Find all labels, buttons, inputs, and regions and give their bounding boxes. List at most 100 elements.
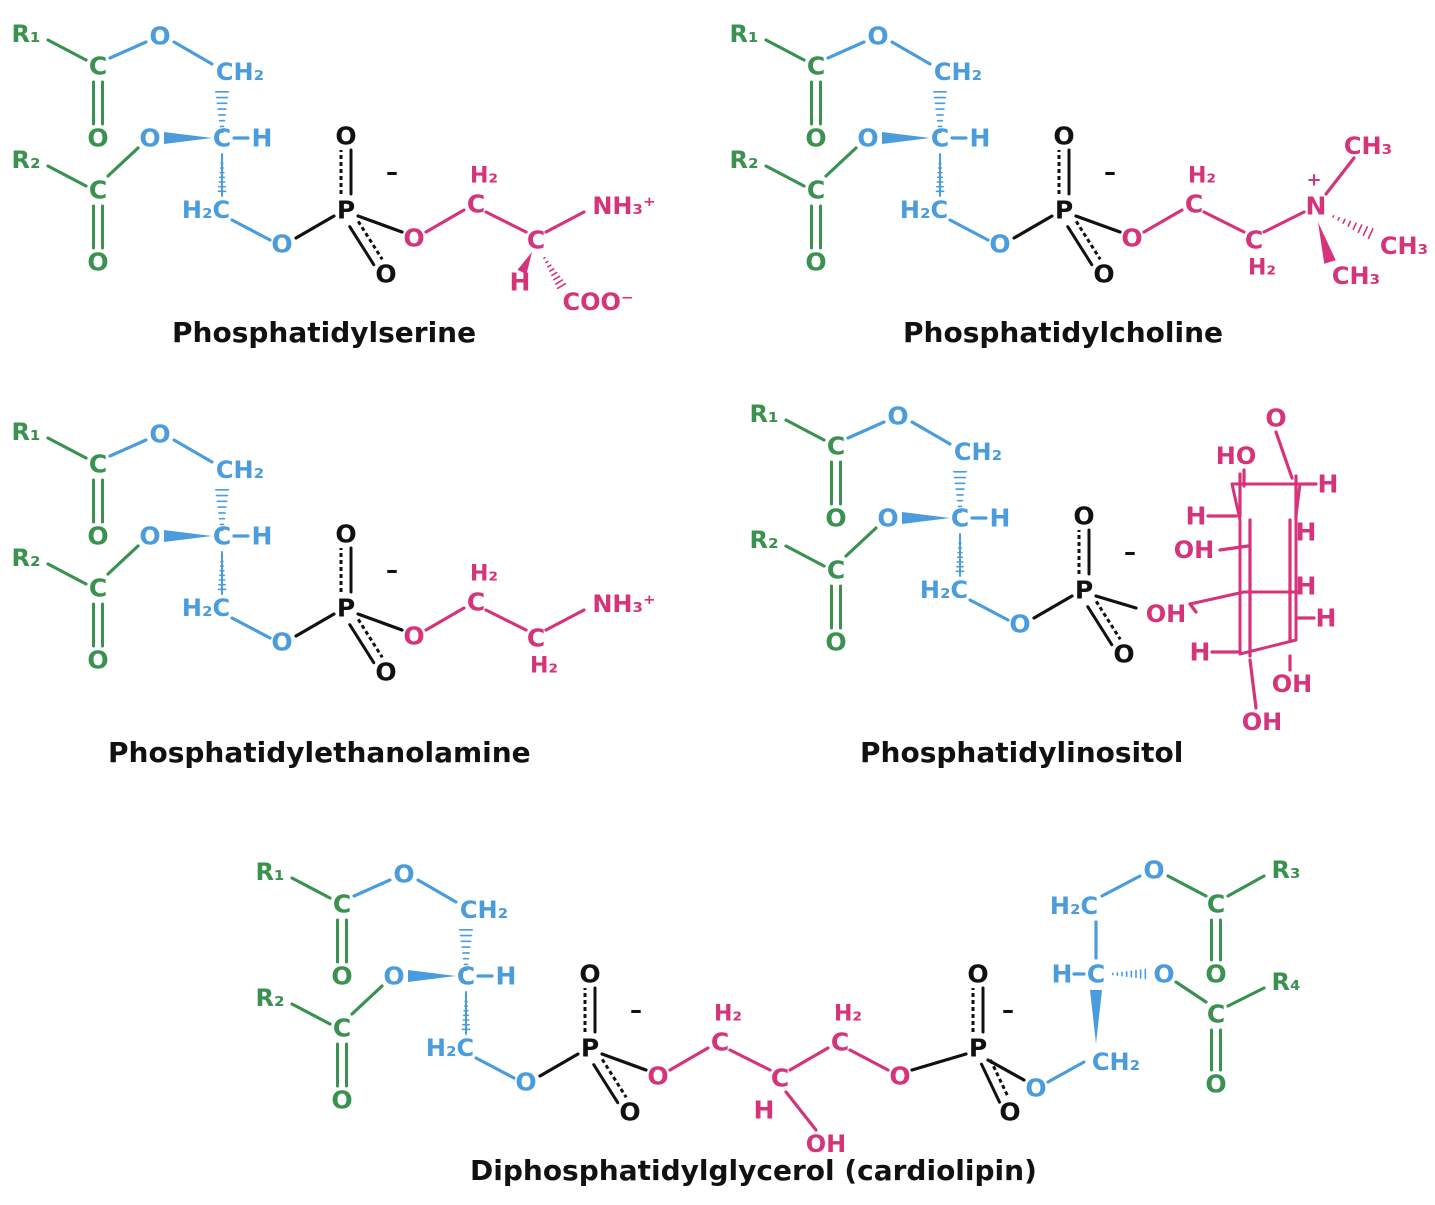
bond-line xyxy=(294,612,336,638)
bond-line xyxy=(728,1048,772,1072)
atom-o: O xyxy=(1113,640,1134,669)
h2-label: H₂ xyxy=(470,562,498,587)
r1-label: R₁ xyxy=(12,418,41,446)
atom-o: O xyxy=(1265,404,1286,433)
atom-o: O xyxy=(579,960,600,989)
bond-line xyxy=(1342,218,1346,224)
bond-line xyxy=(592,1063,620,1105)
r2-label: R₂ xyxy=(730,146,759,174)
bond-line xyxy=(844,526,878,558)
ch2-label: CH₂ xyxy=(460,896,508,924)
atom-o: O xyxy=(887,402,908,431)
atom-o: O xyxy=(139,522,160,551)
atom-c: C xyxy=(827,432,845,461)
atom-h: H xyxy=(1190,638,1211,667)
bond-line xyxy=(910,420,952,446)
bond-line xyxy=(1226,986,1266,1008)
atom-h: H xyxy=(1186,502,1207,531)
ch3-label: CH₃ xyxy=(1344,132,1392,160)
atom-o: O xyxy=(331,1086,352,1115)
h2c-label: H₂C xyxy=(182,196,230,224)
wedge-bond xyxy=(517,252,532,275)
oh-label: OH xyxy=(1174,536,1215,564)
coo-label: COO⁻ xyxy=(562,288,633,316)
bond-line xyxy=(46,38,88,62)
atom-c: C xyxy=(89,176,107,205)
bond-line xyxy=(824,146,858,178)
charge-minus: – xyxy=(1124,538,1136,566)
bond-line xyxy=(551,271,558,277)
caption-cardiolipin: Diphosphatidylglycerol (cardiolipin) xyxy=(470,1154,1037,1187)
h2c-label: H₂C xyxy=(182,594,230,622)
bond-line xyxy=(172,438,214,464)
atom-o: O xyxy=(967,960,988,989)
bond-line xyxy=(764,38,806,62)
bond-line xyxy=(538,1052,580,1078)
bond-line xyxy=(1337,216,1341,221)
bond-line xyxy=(1100,874,1142,898)
atom-o: O xyxy=(877,504,898,533)
bond-line xyxy=(1357,224,1363,234)
atom-o: O xyxy=(1073,502,1094,531)
h2c-label: H₂C xyxy=(426,1034,474,1062)
caption-phosphatidylinositol: Phosphatidylinositol xyxy=(860,736,1184,769)
nh3-label: NH₃⁺ xyxy=(592,192,655,220)
bond-line xyxy=(826,40,866,60)
bond-line xyxy=(424,208,466,234)
bond-line xyxy=(46,164,88,188)
atom-p: P xyxy=(1075,576,1093,605)
atom-o: O xyxy=(87,522,108,551)
bond-line xyxy=(788,1046,830,1072)
atom-n: N xyxy=(1306,192,1327,221)
atom-c: C xyxy=(527,226,545,255)
bond-chain xyxy=(1188,590,1302,606)
atom-p: P xyxy=(581,1034,599,1063)
atom-o: O xyxy=(1093,260,1114,289)
dashed-bond xyxy=(1074,220,1102,261)
atom-o: O xyxy=(1121,224,1142,253)
charge-plus: + xyxy=(1306,170,1321,191)
ho-label: HO xyxy=(1216,442,1257,470)
bond-chain xyxy=(1230,482,1302,656)
atom-o: O xyxy=(805,124,826,153)
bond-line xyxy=(356,214,404,234)
atom-c: C xyxy=(213,124,231,153)
atom-c: C xyxy=(771,1064,789,1093)
atom-h: H xyxy=(510,268,531,297)
ch2-label: CH₂ xyxy=(934,58,982,86)
atom-c: C xyxy=(1207,890,1225,919)
wedge-bond xyxy=(1318,222,1336,264)
ch3-label: CH₃ xyxy=(1332,262,1380,290)
bond-line xyxy=(348,225,376,267)
caption-phosphatidylserine: Phosphatidylserine xyxy=(172,316,477,349)
bond-line xyxy=(1094,594,1138,610)
bond-line xyxy=(1324,156,1356,196)
dashed-bond xyxy=(600,1058,628,1099)
wedge-bond xyxy=(1090,990,1102,1044)
atom-p: P xyxy=(1055,196,1073,225)
atom-o: O xyxy=(889,1062,910,1091)
bond-line xyxy=(848,1048,890,1072)
bond-line xyxy=(600,1052,648,1072)
atom-p: P xyxy=(337,196,355,225)
charge-minus: – xyxy=(386,158,398,186)
bond-line xyxy=(416,878,458,904)
bond-line xyxy=(544,210,586,234)
bond-line xyxy=(1066,225,1094,267)
r4-label: R₄ xyxy=(1272,968,1301,996)
bond-line xyxy=(1174,980,1208,1004)
ch2-label: CH₂ xyxy=(954,438,1002,466)
bond-line xyxy=(230,616,272,640)
bond-line xyxy=(543,256,546,260)
atom-o: O xyxy=(403,224,424,253)
atom-o: O xyxy=(857,124,878,153)
dashed-bond xyxy=(356,220,384,261)
atom-o: O xyxy=(647,1062,668,1091)
atom-c: C xyxy=(807,176,825,205)
r2-label: R₂ xyxy=(12,544,41,572)
atom-h: H xyxy=(1052,960,1073,989)
